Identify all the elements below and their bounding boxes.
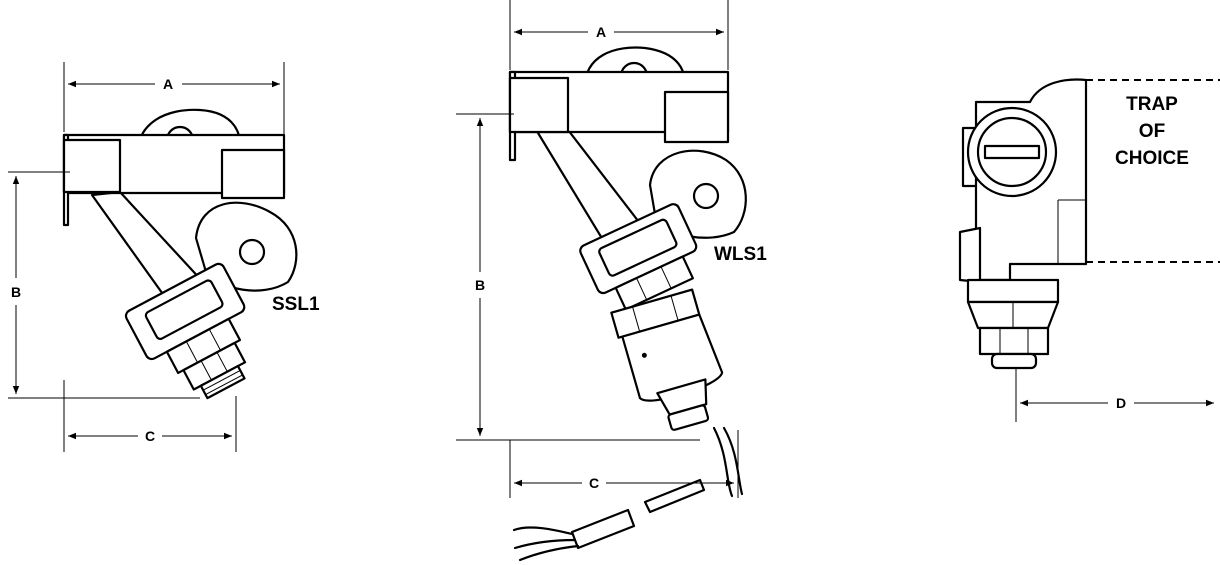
ssl1-strainer-body bbox=[62, 108, 298, 400]
svg-text:WLS1: WLS1 bbox=[714, 244, 767, 265]
side-view-body bbox=[958, 78, 1088, 378]
wls1-dimensions: A B C bbox=[456, 0, 739, 498]
wls1-dim-c: C bbox=[589, 475, 599, 491]
wls1-dim-a: A bbox=[596, 24, 606, 40]
ssl1-dim-c: C bbox=[145, 428, 155, 444]
trap-of-choice-label: TRAP OF CHOICE bbox=[1115, 94, 1189, 169]
svg-text:OF: OF bbox=[1139, 121, 1165, 142]
ssl1-dimensions: A B C bbox=[8, 62, 285, 452]
svg-text:CHOICE: CHOICE bbox=[1115, 148, 1189, 169]
trap-outline bbox=[1086, 79, 1220, 263]
svg-text:SSL1: SSL1 bbox=[272, 294, 320, 315]
wls1-label: WLS1 bbox=[714, 244, 767, 265]
ssl1-dim-a: A bbox=[163, 76, 173, 92]
side-dim-d: D bbox=[1116, 395, 1126, 411]
wls1-strainer-body bbox=[508, 46, 747, 562]
ssl1-label: SSL1 bbox=[272, 294, 320, 315]
side-view-dimensions: D bbox=[1015, 378, 1214, 422]
svg-text:TRAP: TRAP bbox=[1126, 94, 1178, 115]
ssl1-dim-b: B bbox=[11, 284, 21, 300]
wls1-dim-b: B bbox=[475, 277, 485, 293]
